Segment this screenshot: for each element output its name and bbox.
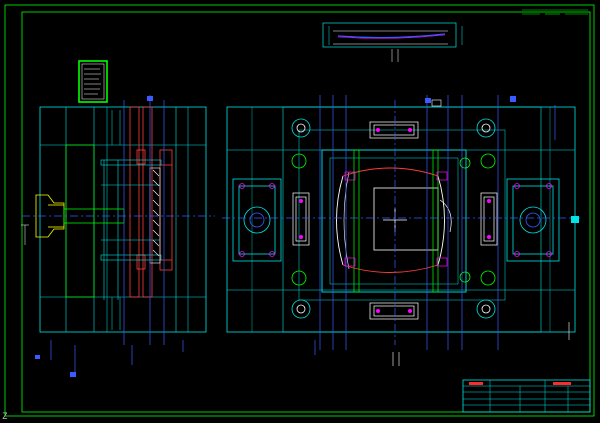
return-pins (291, 153, 496, 286)
side-clamp-left (232, 178, 282, 262)
cavity-insert (321, 149, 467, 293)
ucs-axis-label: Z (2, 412, 8, 422)
top-right-marker (522, 9, 588, 15)
top-part-detail-view (322, 22, 463, 62)
side-clamp-right (506, 178, 560, 262)
side-section-view (21, 95, 215, 377)
guide-pillars (291, 118, 496, 319)
drawing-frame (4, 4, 595, 417)
parts-legend-box (78, 60, 108, 103)
title-block (462, 379, 591, 413)
company-logo (469, 382, 483, 385)
plan-view (222, 95, 580, 366)
slide-blocks (292, 121, 498, 320)
view-marker (571, 216, 579, 223)
